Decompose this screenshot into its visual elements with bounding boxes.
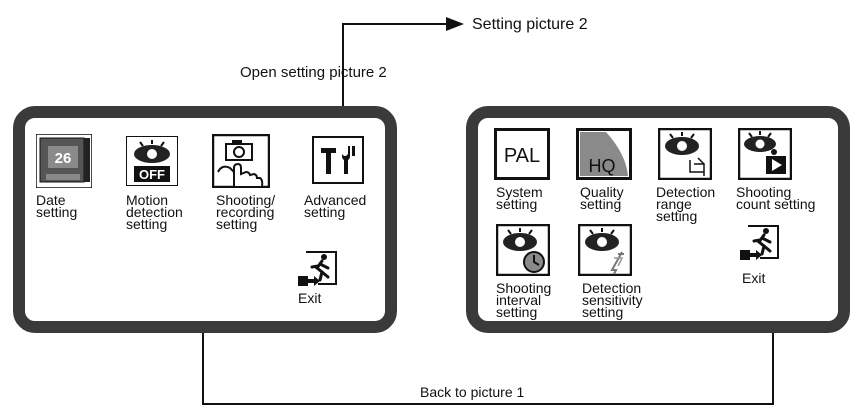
exit-running-man-icon-2[interactable]	[740, 224, 780, 262]
exit-label-2: Exit	[742, 270, 766, 286]
hq-badge: HQ	[589, 156, 616, 176]
open-setting-picture-2-caption: Open setting picture 2	[240, 64, 387, 81]
camera-hand-icon[interactable]	[212, 134, 270, 188]
detection-sensitivity-icon[interactable]	[578, 224, 632, 276]
back-to-picture-1-arrow-line	[202, 296, 774, 405]
detection-range-icon[interactable]	[658, 128, 712, 180]
pal-icon[interactable]: PAL	[494, 128, 550, 180]
hq-quality-icon[interactable]: HQ	[576, 128, 632, 180]
shooting-count-icon[interactable]	[738, 128, 792, 180]
motion-off-badge: OFF	[139, 167, 165, 182]
exit-running-man-icon[interactable]	[298, 250, 338, 288]
setting-picture-2-caption: Setting picture 2	[472, 16, 588, 33]
open-picture-2-arrow-line	[342, 23, 448, 136]
pal-badge: PAL	[504, 145, 540, 167]
arrowhead-right	[446, 17, 464, 31]
exit-label: Exit	[298, 290, 322, 306]
back-to-picture-1-caption: Back to picture 1	[420, 384, 525, 400]
motion-detection-off-icon[interactable]: OFF	[126, 136, 178, 186]
shooting-interval-icon[interactable]	[496, 224, 550, 276]
calendar-icon[interactable]: 26	[36, 134, 92, 188]
tools-icon[interactable]	[312, 136, 364, 184]
calendar-badge: 26	[55, 150, 72, 167]
